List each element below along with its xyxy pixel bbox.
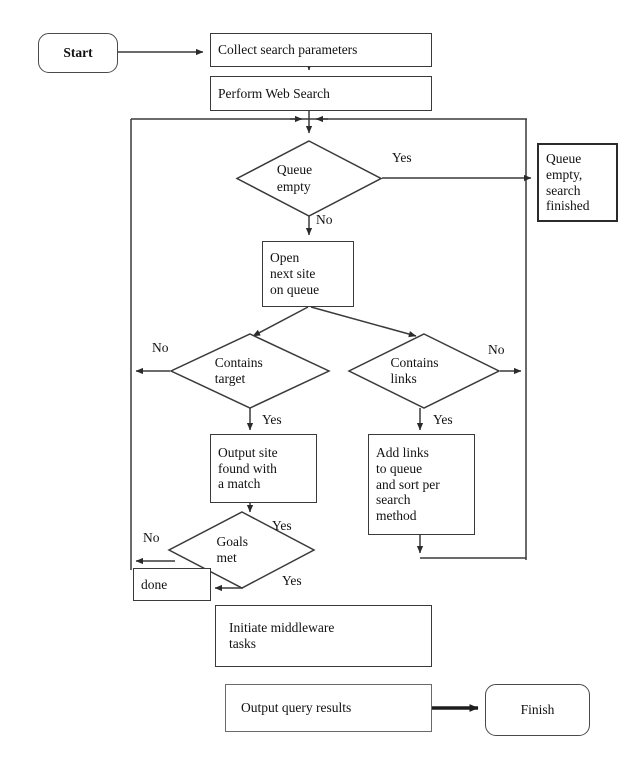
node-finish-label: Finish: [520, 702, 555, 718]
edge-label-contains-target-yes: Yes: [262, 412, 282, 427]
node-initiate-middleware-tasks-label: Initiate middleware tasks: [229, 620, 335, 651]
node-perform-web-search[interactable]: Perform Web Search: [210, 76, 432, 111]
node-output-query-results-label: Output query results: [241, 700, 352, 716]
edge-label-queue-empty-yes: Yes: [392, 150, 412, 165]
node-start[interactable]: Start: [38, 33, 118, 73]
node-open-next-site[interactable]: Open next site on queue: [262, 241, 354, 307]
edge-label-queue-empty-no: No: [316, 212, 333, 227]
node-output-site-found[interactable]: Output site found with a match: [210, 434, 317, 503]
node-open-next-site-label: Open next site on queue: [270, 250, 320, 297]
node-collect-search-parameters-label: Collect search parameters: [218, 42, 358, 58]
node-initiate-middleware-tasks[interactable]: Initiate middleware tasks: [215, 605, 432, 667]
node-output-query-results[interactable]: Output query results: [225, 684, 432, 732]
node-queue-empty-search-finished-label: Queue empty, search finished: [546, 150, 590, 214]
edge-label-goals-met-yes-bottom: Yes: [282, 573, 302, 588]
edge-label-contains-links-no: No: [488, 342, 505, 357]
node-collect-search-parameters[interactable]: Collect search parameters: [210, 33, 432, 67]
node-start-label: Start: [63, 45, 93, 61]
node-contains-target[interactable]: Contains target: [169, 333, 331, 409]
node-add-links-to-queue[interactable]: Add links to queue and sort per search m…: [368, 434, 475, 535]
node-output-site-found-label: Output site found with a match: [218, 444, 278, 492]
node-queue-empty-search-finished[interactable]: Queue empty, search finished: [537, 143, 618, 222]
edge-label-contains-links-yes: Yes: [433, 412, 453, 427]
node-done[interactable]: done: [133, 568, 211, 601]
node-done-label: done: [141, 576, 168, 592]
edge-label-goals-met-no: No: [143, 530, 160, 545]
node-contains-links[interactable]: Contains links: [347, 333, 501, 409]
node-finish[interactable]: Finish: [485, 684, 590, 736]
edge-label-goals-met-yes-top: Yes: [272, 518, 292, 533]
node-perform-web-search-label: Perform Web Search: [218, 85, 330, 101]
node-add-links-to-queue-label: Add links to queue and sort per search m…: [376, 444, 440, 524]
edge-label-contains-target-no: No: [152, 340, 169, 355]
node-queue-empty[interactable]: Queue empty: [235, 140, 383, 217]
